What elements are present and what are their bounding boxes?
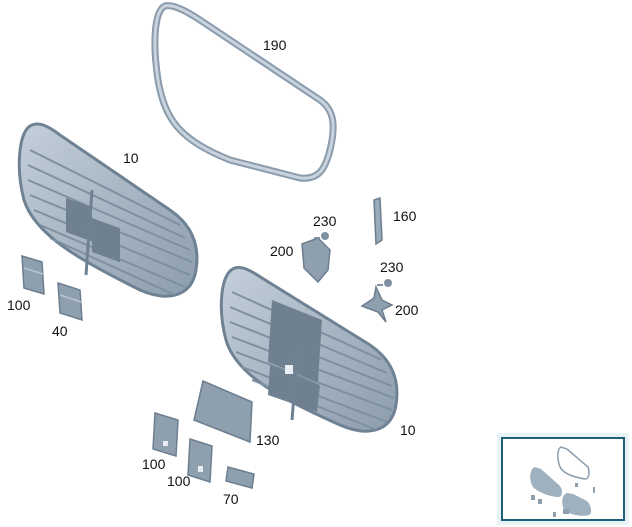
- screw-upper: [314, 232, 329, 240]
- grille-lower: [219, 266, 399, 433]
- cover-clip-lower-b: [187, 437, 213, 484]
- callout-10-upper: 10: [123, 150, 139, 166]
- callout-190: 190: [263, 37, 287, 53]
- grille-surround-frame: [151, 2, 337, 182]
- cover-panel: [193, 379, 253, 444]
- callout-100-lower-a: 100: [142, 456, 166, 472]
- bracket-mount-right: [360, 284, 394, 323]
- callout-160: 160: [393, 208, 417, 224]
- callout-100-lower-b: 100: [167, 473, 191, 489]
- thumbnail-preview: [530, 446, 595, 517]
- callout-70: 70: [223, 491, 239, 507]
- cover-clip-left: [21, 254, 45, 296]
- callout-230-upper: 230: [313, 213, 337, 229]
- clip-strip: [225, 466, 255, 489]
- callout-40: 40: [52, 323, 68, 339]
- callout-200-right: 200: [395, 302, 419, 318]
- grille-upper: [17, 122, 199, 298]
- callout-230-lower: 230: [380, 259, 404, 275]
- screw-lower: [377, 279, 392, 287]
- bracket-mount-left: [301, 237, 331, 284]
- callout-100-left: 100: [7, 297, 31, 313]
- cover-clip-lower-a: [152, 412, 179, 457]
- bracket-vertical: [373, 196, 383, 246]
- cover-clip: [57, 281, 83, 322]
- callout-200-left: 200: [270, 243, 294, 259]
- callout-10-lower: 10: [400, 422, 416, 438]
- callout-130: 130: [256, 432, 280, 448]
- overview-thumbnail[interactable]: [501, 437, 625, 521]
